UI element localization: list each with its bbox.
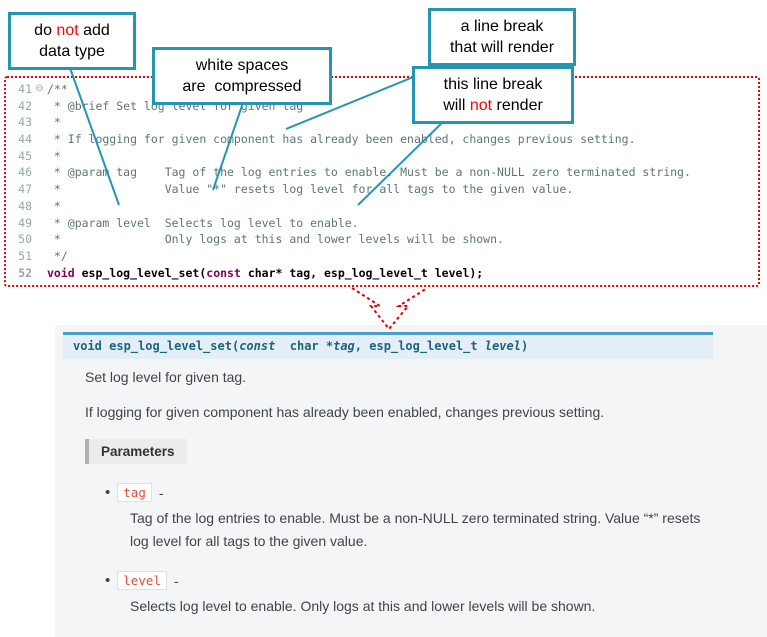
param-desc: Tag of the log entries to enable. Must b… xyxy=(130,510,701,549)
callout-whitespace-compressed: white spaces are compressed xyxy=(152,47,332,106)
line-number: 45 xyxy=(18,148,32,163)
fold-gutter xyxy=(32,131,47,148)
callout-line: this line break xyxy=(443,76,543,93)
param-dash: - xyxy=(173,572,179,589)
code-comment-text: * If logging for given component has alr… xyxy=(47,132,636,147)
param-list-item: • level - xyxy=(105,571,179,590)
code-comment-text: * xyxy=(47,198,61,213)
code-line: 41 ⊖ /** xyxy=(6,81,758,98)
callout-line: do not add xyxy=(34,22,110,39)
callout-line: are compressed xyxy=(182,78,302,96)
code-comment-text: * Value "*" resets log level for all tag… xyxy=(47,182,574,197)
code-line: 46 * @param tag Tag of the log entries t… xyxy=(6,164,758,181)
callout-line: will not render xyxy=(443,97,543,115)
bullet-marker: • xyxy=(105,484,111,501)
callout-line: that will render xyxy=(449,39,555,57)
line-number: 48 xyxy=(18,198,32,213)
doc-panel: void esp_log_level_set(const char *tag, … xyxy=(55,325,767,637)
function-name: esp_log_level_set xyxy=(74,265,200,280)
code-comment-text: * xyxy=(47,115,61,130)
line-number: 46 xyxy=(18,165,32,180)
sig-arg-tag: tag xyxy=(333,339,355,353)
callout-line: data type xyxy=(39,43,105,61)
code-line: 44 * If logging for given component has … xyxy=(6,131,758,148)
code-comment-text: /** xyxy=(47,82,68,96)
fold-gutter xyxy=(32,215,47,232)
fold-gutter xyxy=(32,265,47,282)
emphasis-not: not xyxy=(56,22,79,39)
line-number: 43 xyxy=(18,115,32,130)
code-line: 42 * @brief Set log level for given tag xyxy=(6,98,758,115)
code-line: 45 * xyxy=(6,148,758,165)
callout-linebreak-not-render: this line break will not render xyxy=(412,66,574,125)
code-comment-text: */ xyxy=(47,248,68,263)
keyword-void: void xyxy=(47,265,75,280)
code-comment-text: * @param level Selects log level to enab… xyxy=(47,215,359,230)
code-line: 43 * xyxy=(6,114,758,131)
doc-detail-paragraph: If logging for given component has alrea… xyxy=(85,404,605,420)
code-comment-text: * Only logs at this and lower levels wil… xyxy=(47,232,504,247)
sig-return-type: void xyxy=(73,339,102,353)
fold-collapse-icon[interactable]: ⊖ xyxy=(35,83,44,94)
code-line-function-declaration: 52 void esp_log_level_set(const char* ta… xyxy=(6,265,758,282)
callout-dont-add-datatype: do not add data type xyxy=(8,12,136,71)
function-signature-bar[interactable]: void esp_log_level_set(const char *tag, … xyxy=(63,332,713,359)
fold-gutter xyxy=(32,231,47,248)
code-line: 49 * @param level Selects log level to e… xyxy=(6,215,758,232)
code-line: 51 */ xyxy=(6,248,758,265)
sig-arg-level: level xyxy=(484,339,521,353)
code-comment-text: * xyxy=(47,148,61,163)
line-number: 51 xyxy=(18,248,32,263)
line-number: 41 xyxy=(18,82,32,96)
param-name-chip: level xyxy=(117,571,167,590)
fold-gutter xyxy=(32,148,47,165)
function-args: char* tag, esp_log_level_t level); xyxy=(240,265,484,280)
line-number: 42 xyxy=(18,98,32,113)
code-comment-text: * @param tag Tag of the log entries to e… xyxy=(47,165,691,180)
code-line: 48 * xyxy=(6,198,758,215)
line-number: 49 xyxy=(18,215,32,230)
fold-gutter xyxy=(32,98,47,115)
parameters-label: Parameters xyxy=(85,439,187,464)
param-name-chip: tag xyxy=(117,483,152,502)
line-number: 44 xyxy=(18,132,32,147)
fold-gutter xyxy=(32,114,47,131)
sig-function-name: esp_log_level_set xyxy=(101,339,232,353)
code-line: 47 * Value "*" resets log level for all … xyxy=(6,181,758,198)
callout-line: a line break xyxy=(460,18,544,35)
bullet-marker: • xyxy=(105,572,111,589)
code-line: 50 * Only logs at this and lower levels … xyxy=(6,231,758,248)
fold-gutter xyxy=(32,181,47,198)
code-editor[interactable]: 41 ⊖ /** 42 * @brief Set log level for g… xyxy=(4,76,760,287)
line-number: 50 xyxy=(18,232,32,247)
fold-gutter xyxy=(32,248,47,265)
param-dash: - xyxy=(158,484,164,501)
param-desc: Selects log level to enable. Only logs a… xyxy=(130,598,596,614)
callout-linebreak-renders: a line break that will render xyxy=(428,8,576,67)
param-list-item: • tag - xyxy=(105,483,164,502)
doc-brief-paragraph: Set log level for given tag. xyxy=(85,369,247,385)
line-number: 47 xyxy=(18,182,32,197)
callout-line: white spaces xyxy=(195,57,289,74)
fold-gutter xyxy=(32,164,47,181)
fold-gutter xyxy=(32,198,47,215)
sig-keyword-const: const xyxy=(239,339,276,353)
emphasis-not: not xyxy=(469,97,493,115)
line-number: 52 xyxy=(18,265,32,280)
render-flow-arrow-icon xyxy=(351,287,428,331)
keyword-const: const xyxy=(206,265,241,280)
